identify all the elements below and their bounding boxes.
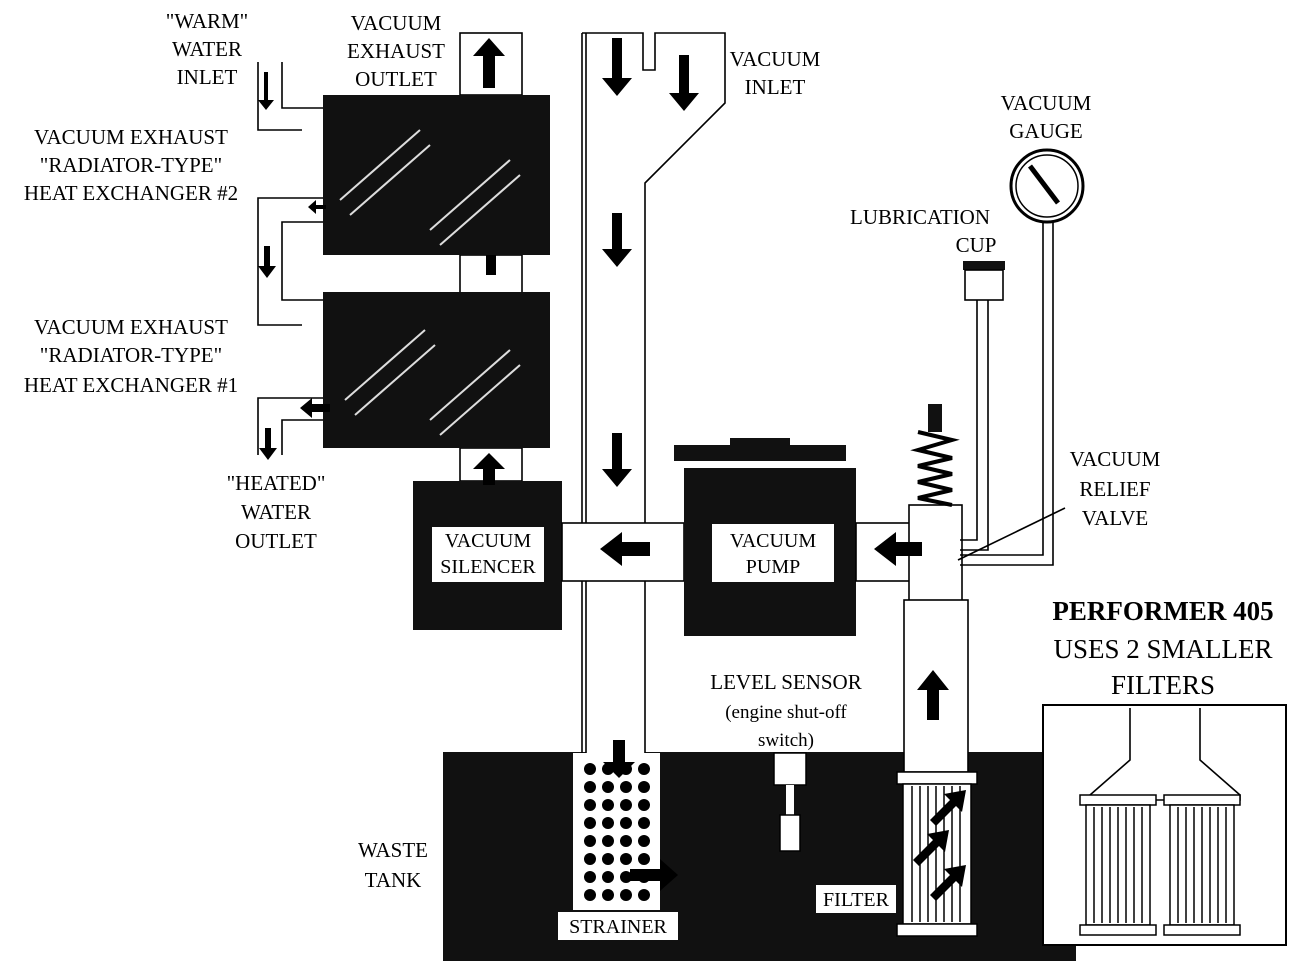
- svg-text:GAUGE: GAUGE: [1009, 119, 1083, 143]
- label-warm-water-inlet: "WARM" WATER INLET: [166, 9, 248, 89]
- strainer: [573, 753, 660, 910]
- label-vacuum-relief-valve: VACUUM RELIEF VALVE: [1070, 447, 1161, 530]
- arrow-down-icon: [669, 55, 699, 111]
- arrow-left-icon: [600, 532, 650, 566]
- svg-text:"WARM": "WARM": [166, 9, 248, 33]
- label-vacuum-gauge: VACUUM GAUGE: [1001, 91, 1092, 143]
- performer-inset: [1042, 704, 1287, 946]
- svg-text:"RADIATOR-TYPE": "RADIATOR-TYPE": [40, 153, 222, 177]
- arrow-down-icon: [602, 38, 632, 96]
- svg-text:"HEATED": "HEATED": [227, 471, 326, 495]
- arrow-left-icon: [308, 200, 326, 214]
- arrow-up-right-icon: [913, 830, 949, 866]
- silencer-label-2: SILENCER: [440, 556, 536, 578]
- pump-label-1: VACUUM: [730, 530, 817, 552]
- label-vacuum-exhaust-outlet: VACUUM EXHAUST OUTLET: [347, 11, 445, 91]
- svg-text:VACUUM EXHAUST: VACUUM EXHAUST: [34, 315, 228, 339]
- svg-text:"RADIATOR-TYPE": "RADIATOR-TYPE": [40, 343, 222, 367]
- arrow-up-icon: [486, 255, 496, 275]
- waste-tank: [443, 752, 1076, 961]
- pump-label-2: PUMP: [746, 556, 800, 578]
- svg-text:LUBRICATION: LUBRICATION: [850, 205, 990, 229]
- arrow-down-icon: [603, 740, 635, 778]
- strainer-label: STRAINER: [569, 916, 667, 938]
- relief-valve-pointer: [957, 507, 1066, 561]
- label-heat-exchanger-1: VACUUM EXHAUST "RADIATOR-TYPE" HEAT EXCH…: [24, 315, 238, 397]
- svg-text:WASTE: WASTE: [358, 838, 428, 862]
- relief-valve-spring: [910, 404, 960, 507]
- label-heated-water-outlet: "HEATED" WATER OUTLET: [227, 471, 326, 553]
- arrow-right-icon: [630, 859, 678, 891]
- svg-text:LEVEL SENSOR: LEVEL SENSOR: [710, 670, 861, 694]
- arrow-down-icon: [602, 433, 632, 487]
- label-performer-405: PERFORMER 405 USES 2 SMALLER FILTERS: [1052, 596, 1273, 700]
- arrow-up-right-icon: [930, 865, 966, 901]
- label-vacuum-inlet: VACUUM INLET: [730, 47, 821, 99]
- filter: [896, 771, 978, 937]
- arrow-up-icon: [473, 453, 505, 485]
- label-lubrication-cup: LUBRICATION CUP: [850, 205, 996, 257]
- arrow-down-icon: [258, 246, 276, 278]
- arrow-down-icon: [258, 72, 274, 110]
- svg-text:TANK: TANK: [365, 868, 422, 892]
- water-lines: [257, 62, 323, 455]
- flow-arrows: [258, 38, 966, 901]
- arrow-left-icon: [300, 398, 330, 418]
- svg-text:INLET: INLET: [177, 65, 238, 89]
- lubrication-cup: [960, 261, 1005, 551]
- svg-text:VACUUM: VACUUM: [1070, 447, 1161, 471]
- arrow-down-icon: [259, 428, 277, 460]
- arrow-left-icon: [874, 532, 922, 566]
- heat-exchanger-1: [323, 292, 550, 448]
- svg-text:FILTERS: FILTERS: [1111, 670, 1215, 700]
- svg-text:OUTLET: OUTLET: [235, 529, 317, 553]
- svg-text:VACUUM: VACUUM: [351, 11, 442, 35]
- svg-text:OUTLET: OUTLET: [355, 67, 437, 91]
- label-level-sensor: LEVEL SENSOR (engine shut-off switch): [710, 670, 861, 751]
- arrow-up-right-icon: [930, 790, 966, 826]
- svg-text:PERFORMER 405: PERFORMER 405: [1052, 596, 1273, 626]
- arrow-up-icon: [917, 670, 949, 720]
- svg-text:EXHAUST: EXHAUST: [347, 39, 445, 63]
- svg-text:VACUUM: VACUUM: [730, 47, 821, 71]
- vacuum-pump-top-bar: [674, 445, 846, 461]
- svg-text:HEAT EXCHANGER #1: HEAT EXCHANGER #1: [24, 373, 238, 397]
- vacuum-gauge: [960, 148, 1085, 566]
- svg-text:WATER: WATER: [241, 500, 311, 524]
- svg-text:RELIEF: RELIEF: [1079, 477, 1150, 501]
- label-waste-tank: WASTE TANK: [358, 838, 428, 892]
- svg-text:switch): switch): [758, 730, 814, 751]
- svg-text:VACUUM: VACUUM: [1001, 91, 1092, 115]
- arrow-up-icon: [473, 38, 505, 88]
- svg-text:CUP: CUP: [956, 233, 997, 257]
- svg-text:INLET: INLET: [745, 75, 806, 99]
- svg-text:VACUUM EXHAUST: VACUUM EXHAUST: [34, 125, 228, 149]
- filter-label: FILTER: [823, 889, 890, 911]
- svg-text:(engine shut-off: (engine shut-off: [725, 702, 847, 723]
- svg-text:VALVE: VALVE: [1082, 506, 1149, 530]
- level-sensor: [773, 752, 807, 852]
- svg-text:WATER: WATER: [172, 37, 242, 61]
- svg-text:USES 2 SMALLER: USES 2 SMALLER: [1053, 634, 1272, 664]
- silencer-label-1: VACUUM: [445, 530, 532, 552]
- svg-text:HEAT EXCHANGER #2: HEAT EXCHANGER #2: [24, 181, 238, 205]
- label-heat-exchanger-2: VACUUM EXHAUST "RADIATOR-TYPE" HEAT EXCH…: [24, 125, 238, 205]
- vacuum-inlet-pipe: [582, 32, 726, 756]
- arrow-down-icon: [602, 213, 632, 267]
- heat-exchanger-2: [323, 95, 550, 255]
